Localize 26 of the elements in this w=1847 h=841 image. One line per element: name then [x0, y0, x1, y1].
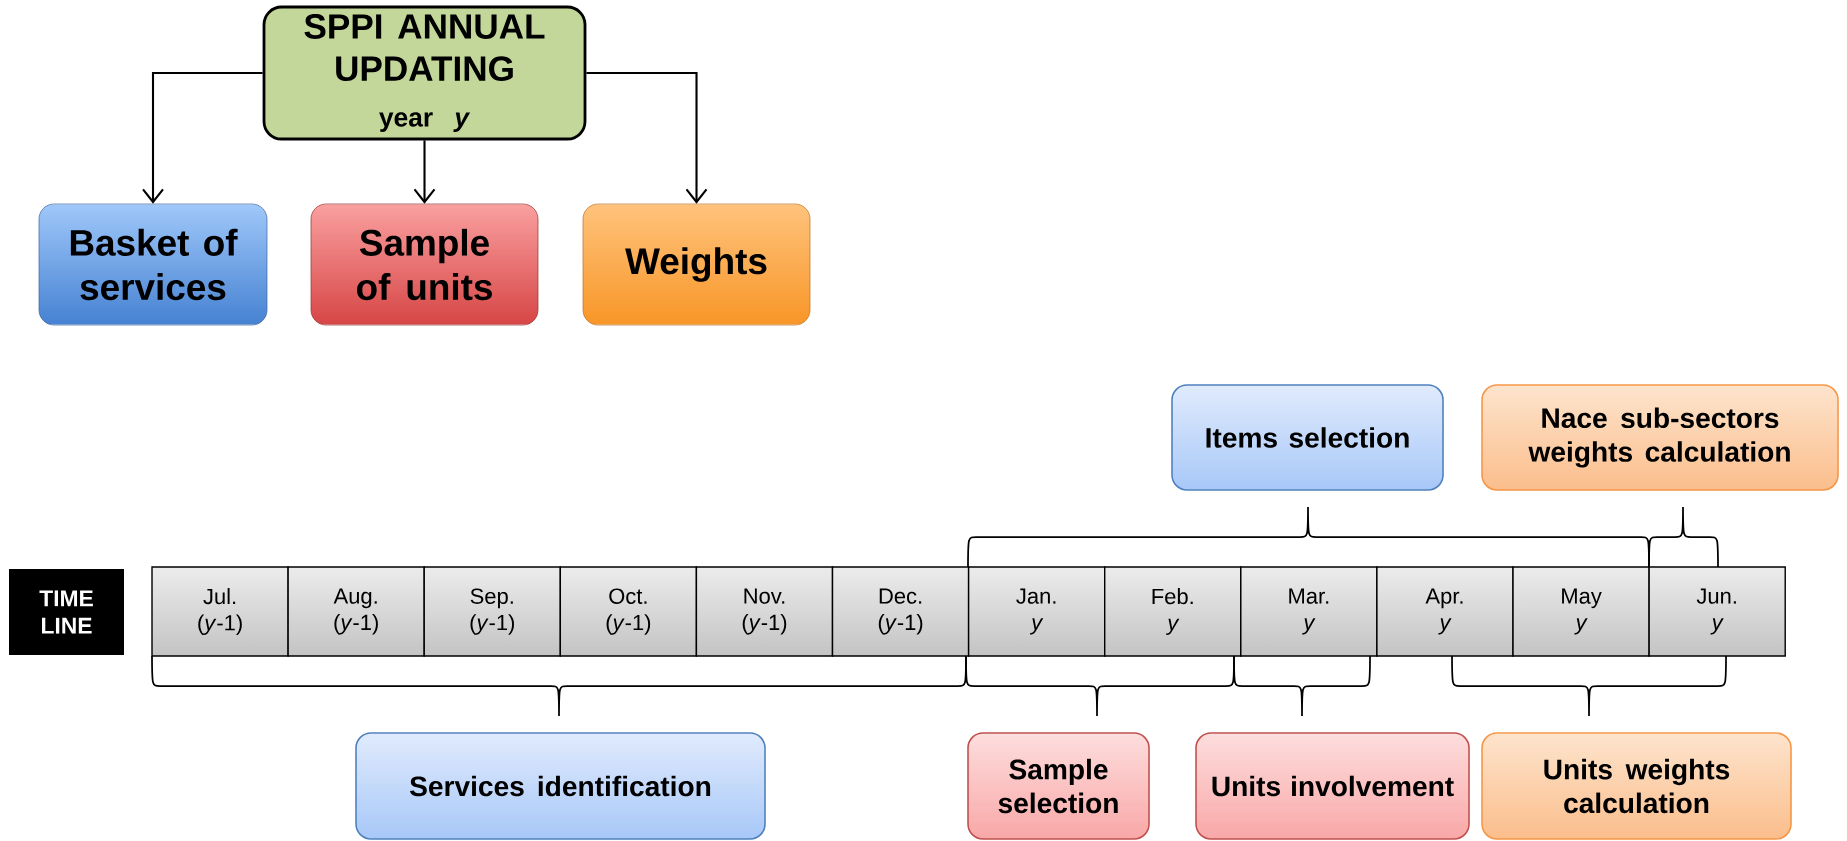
process-box: Basket of services: [38, 203, 268, 326]
month-cell: Feb. y: [1104, 566, 1242, 657]
month-cell: Jan. y: [967, 566, 1106, 657]
process-box: SPPI ANNUAL UPDATING year y: [262, 5, 587, 141]
month-cell: Oct. (y-1): [559, 566, 698, 657]
process-box: Weights: [582, 203, 811, 326]
month-cell: Jun. y: [1648, 566, 1786, 657]
task-box: Services identification: [355, 732, 766, 840]
task-box: Units involvement: [1195, 732, 1470, 840]
arrow: [413, 140, 436, 204]
task-box: Units weights calculation: [1481, 732, 1792, 840]
month-cell: Mar. y: [1240, 566, 1378, 657]
task-box: Items selection: [1171, 384, 1444, 491]
month-cell: Dec. (y-1): [831, 566, 970, 657]
month-cell: Jul. (y-1): [151, 566, 289, 657]
process-box: Sample of units: [310, 203, 539, 326]
month-cell: Apr. y: [1376, 566, 1514, 657]
arrow: [586, 71, 708, 204]
timeline-label: TIME LINE: [9, 569, 124, 655]
task-box: Sample selection: [967, 732, 1150, 840]
arrow: [142, 71, 263, 204]
month-cell: May y: [1512, 566, 1650, 657]
task-box: Nace sub-sectors weights calculation: [1481, 384, 1839, 491]
month-cell: Sep. (y-1): [423, 566, 561, 657]
month-cell: Aug. (y-1): [287, 566, 425, 657]
month-cell: Nov. (y-1): [695, 566, 834, 657]
